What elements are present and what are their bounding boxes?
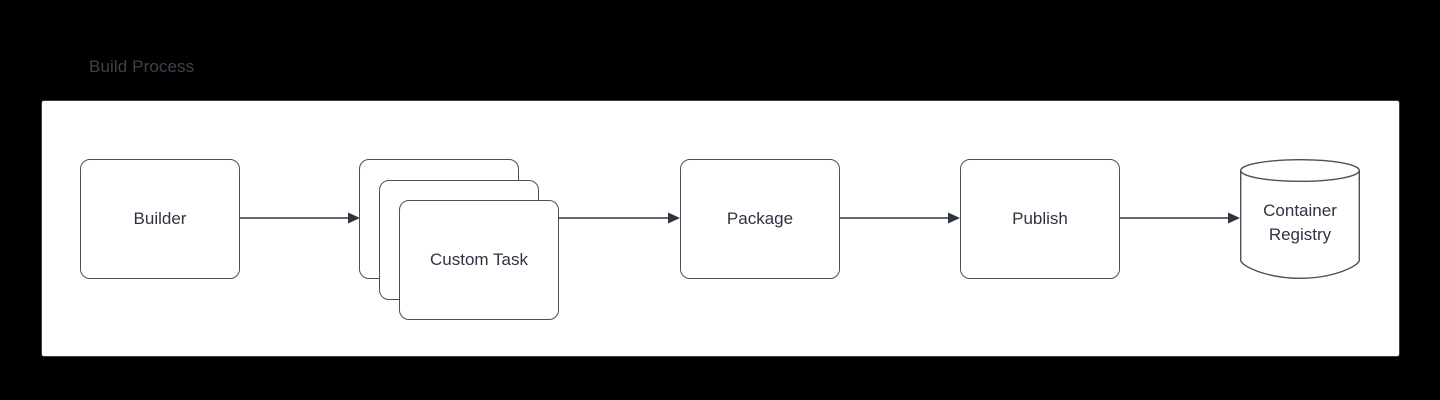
node-custom-task-card-front[interactable]: Custom Task: [399, 200, 559, 320]
node-custom-task-stack[interactable]: Custom Task Custom Task Custom Task: [359, 159, 559, 320]
connector-package-to-publish: [840, 210, 960, 226]
node-package-label: Package: [726, 209, 794, 228]
connector-builder-to-custom-task: [240, 210, 360, 226]
group-title: Build Process: [89, 57, 195, 76]
node-package[interactable]: Package: [680, 159, 840, 279]
node-builder-label: Builder: [133, 209, 187, 228]
node-container-registry[interactable]: Container Registry: [1240, 159, 1360, 279]
connector-custom-task-to-package: [559, 210, 680, 226]
node-publish[interactable]: Publish: [960, 159, 1120, 279]
database-cylinder-icon: [1240, 159, 1360, 279]
node-builder[interactable]: Builder: [80, 159, 240, 279]
connector-publish-to-container-registry: [1120, 210, 1240, 226]
node-custom-task-label-front: Custom Task: [430, 250, 528, 269]
node-publish-label: Publish: [1012, 209, 1068, 228]
